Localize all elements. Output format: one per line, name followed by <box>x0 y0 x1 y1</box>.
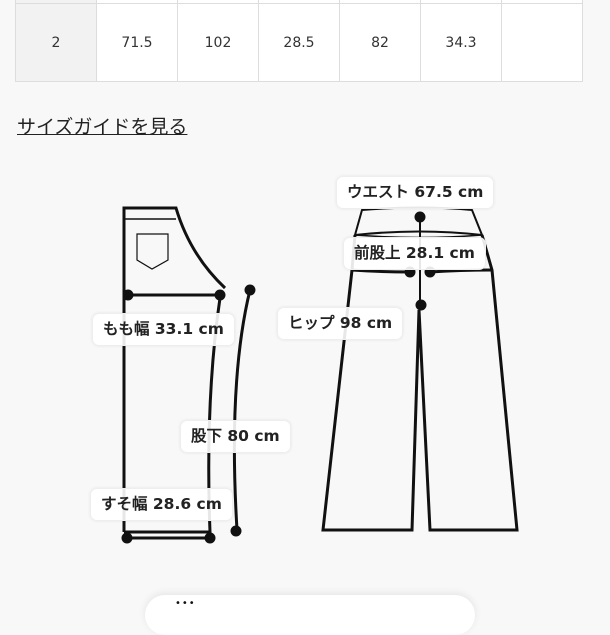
hem-width-label: すそ幅 28.6 cm <box>90 488 233 521</box>
size-guide-link[interactable]: サイズガイドを見る <box>17 116 188 138</box>
front-view-pants <box>321 206 519 532</box>
table-cell: 82 <box>339 3 421 82</box>
waist-label: ウエスト 67.5 cm <box>336 176 495 209</box>
dotted-spinner-icon: ••• <box>175 598 196 609</box>
table-row-prev <box>15 0 583 4</box>
table-cell: 28.5 <box>258 3 340 82</box>
table-cell: 34.3 <box>420 3 502 82</box>
table-cell: 102 <box>177 3 259 82</box>
table-row: 2 71.5 102 28.5 82 34.3 <box>15 3 583 82</box>
size-cell: 2 <box>15 3 97 82</box>
hip-label: ヒップ 98 cm <box>277 307 404 340</box>
table-cell <box>501 3 583 82</box>
front-rise-label: 前股上 28.1 cm <box>343 237 486 270</box>
bottom-action-button[interactable]: ••• <box>145 595 475 635</box>
thigh-width-label: もも幅 33.1 cm <box>92 313 235 346</box>
inseam-label: 股下 80 cm <box>180 420 291 453</box>
size-table: 2 71.5 102 28.5 82 34.3 <box>15 0 583 82</box>
